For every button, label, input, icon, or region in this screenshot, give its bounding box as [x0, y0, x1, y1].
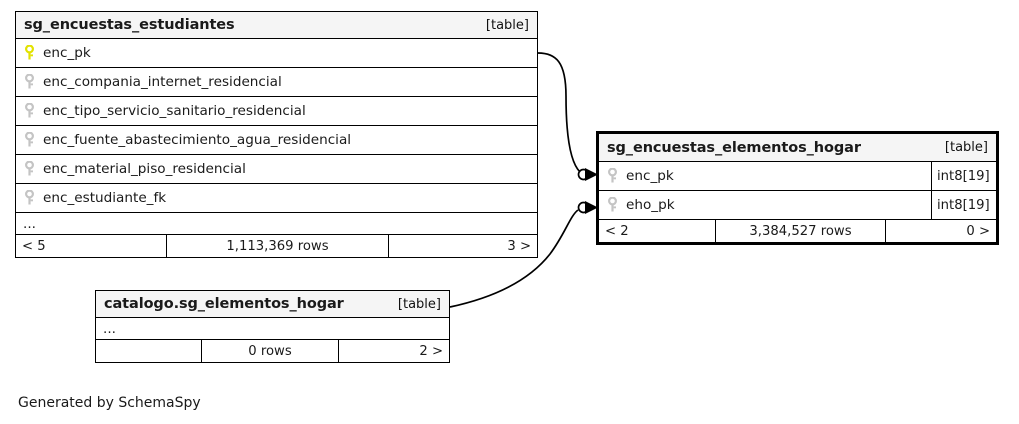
table-row-enc-compania-internet-residencial[interactable]: enc_compania_internet_residencial: [16, 68, 537, 97]
footer-outgoing-relationships[interactable]: 2 >: [419, 343, 443, 359]
table-title: sg_encuestas_estudiantes: [24, 17, 235, 33]
table-header: sg_encuestas_estudiantes [table]: [16, 12, 537, 39]
more-columns-indicator: ...: [16, 213, 537, 235]
column-name: enc_fuente_abastecimiento_agua_residenci…: [43, 132, 352, 148]
footer-outgoing-relationships[interactable]: 0 >: [966, 223, 990, 239]
table-kind-label: [table]: [397, 296, 441, 312]
column-name: enc_material_piso_residencial: [43, 161, 246, 177]
table-row-enc-fuente-abastecimiento-agua-residencial[interactable]: enc_fuente_abastecimiento_agua_residenci…: [16, 126, 537, 155]
table-kind-label: [table]: [944, 140, 988, 155]
column-name: eho_pk: [626, 197, 675, 213]
key-icon-foreign: [25, 190, 34, 205]
column-type: int8[19]: [931, 162, 996, 190]
column-name: enc_tipo_servicio_sanitario_residencial: [43, 103, 306, 119]
column-cell: enc_fuente_abastecimiento_agua_residenci…: [16, 132, 537, 148]
relationship-endpoint-circle-catalogo: [577, 201, 590, 214]
table-row-enc-pk[interactable]: enc_pk int8[19]: [599, 162, 996, 191]
column-cell: enc_pk: [16, 45, 537, 61]
relationship-endpoint-circle-estudiantes: [577, 168, 590, 181]
table-sg-encuestas-estudiantes[interactable]: sg_encuestas_estudiantes [table] enc_pk: [15, 11, 538, 258]
table-row-eho-pk[interactable]: eho_pk int8[19]: [599, 191, 996, 220]
table-kind-label: [table]: [485, 17, 529, 33]
column-cell: enc_tipo_servicio_sanitario_residencial: [16, 103, 537, 119]
column-cell: enc_material_piso_residencial: [16, 161, 537, 177]
key-icon-foreign: [608, 197, 617, 212]
key-icon-foreign: [25, 103, 34, 118]
footer-incoming-relationships[interactable]: [96, 340, 201, 362]
column-type: int8[19]: [931, 191, 996, 219]
key-icon-foreign: [25, 161, 34, 176]
table-catalogo-sg-elementos-hogar[interactable]: catalogo.sg_elementos_hogar [table] ... …: [95, 290, 450, 363]
column-name: enc_pk: [43, 45, 91, 61]
more-columns-indicator: ...: [96, 318, 449, 340]
column-name: enc_pk: [626, 168, 674, 184]
table-footer: < 5 1,113,369 rows 3 >: [16, 235, 537, 257]
footer-incoming-relationships[interactable]: < 5: [22, 238, 46, 254]
generated-by-caption: Generated by SchemaSpy: [18, 395, 201, 411]
footer-row-count: 0 rows: [201, 340, 339, 362]
table-title: catalogo.sg_elementos_hogar: [104, 296, 344, 312]
table-title: sg_encuestas_elementos_hogar: [607, 139, 861, 156]
table-sg-encuestas-elementos-hogar[interactable]: sg_encuestas_elementos_hogar [table] enc…: [596, 131, 999, 245]
footer-outgoing-relationships[interactable]: 3 >: [507, 238, 531, 254]
table-footer: < 2 3,384,527 rows 0 >: [599, 220, 996, 242]
table-header: sg_encuestas_elementos_hogar [table]: [599, 134, 996, 162]
relationship-line-estudiantes-elementos: [537, 52, 581, 173]
column-cell: enc_estudiante_fk: [16, 190, 537, 206]
table-row-enc-tipo-servicio-sanitario-residencial[interactable]: enc_tipo_servicio_sanitario_residencial: [16, 97, 537, 126]
footer-row-count: 1,113,369 rows: [166, 235, 389, 257]
table-row-enc-material-piso-residencial[interactable]: enc_material_piso_residencial: [16, 155, 537, 184]
table-header: catalogo.sg_elementos_hogar [table]: [96, 291, 449, 318]
column-name: enc_compania_internet_residencial: [43, 74, 282, 90]
footer-incoming-relationships[interactable]: < 2: [605, 223, 629, 239]
key-icon-foreign: [608, 168, 617, 183]
column-name: enc_estudiante_fk: [43, 190, 167, 206]
table-row-enc-pk[interactable]: enc_pk: [16, 39, 537, 68]
table-footer: 0 rows 2 >: [96, 340, 449, 362]
key-icon-primary: [25, 45, 34, 60]
column-cell: enc_pk: [599, 168, 931, 184]
footer-row-count: 3,384,527 rows: [715, 220, 886, 242]
table-row-enc-estudiante-fk[interactable]: enc_estudiante_fk: [16, 184, 537, 213]
column-cell: eho_pk: [599, 197, 931, 213]
key-icon-foreign: [25, 74, 34, 89]
key-icon-foreign: [25, 132, 34, 147]
column-cell: enc_compania_internet_residencial: [16, 74, 537, 90]
